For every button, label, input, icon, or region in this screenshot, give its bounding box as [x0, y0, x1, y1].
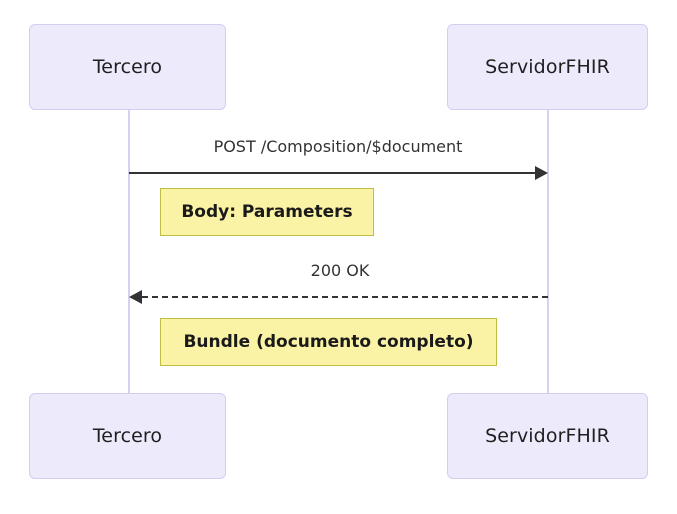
participant-header-servidorfhir-top[interactable]: ServidorFHIR — [447, 24, 648, 110]
note-body-parameters: Body: Parameters — [160, 188, 374, 236]
participant-label-tercero-bottom: Tercero — [92, 425, 163, 447]
arrowhead-left-icon — [129, 290, 142, 304]
lifeline-servidorfhir — [547, 108, 549, 394]
note-bundle-documento-completo: Bundle (documento completo) — [160, 318, 497, 366]
participant-header-tercero-top[interactable]: Tercero — [29, 24, 226, 110]
message-line-post-composition-document — [129, 172, 536, 174]
participant-label-servidorfhir-top: ServidorFHIR — [485, 56, 610, 78]
message-line-response-200-ok — [142, 296, 548, 298]
note-label-bundle-documento-completo: Bundle (documento completo) — [183, 332, 474, 352]
participant-label-tercero-top: Tercero — [92, 56, 163, 78]
participant-footer-servidorfhir-bottom[interactable]: ServidorFHIR — [447, 393, 648, 479]
lifeline-tercero — [128, 108, 130, 394]
participant-footer-tercero-bottom[interactable]: Tercero — [29, 393, 226, 479]
arrowhead-right-icon — [535, 166, 548, 180]
message-label-response-200-ok: 200 OK — [310, 261, 370, 280]
message-label-post-composition-document: POST /Composition/$document — [213, 137, 463, 156]
participant-label-servidorfhir-bottom: ServidorFHIR — [485, 425, 610, 447]
note-label-body-parameters: Body: Parameters — [181, 202, 353, 222]
